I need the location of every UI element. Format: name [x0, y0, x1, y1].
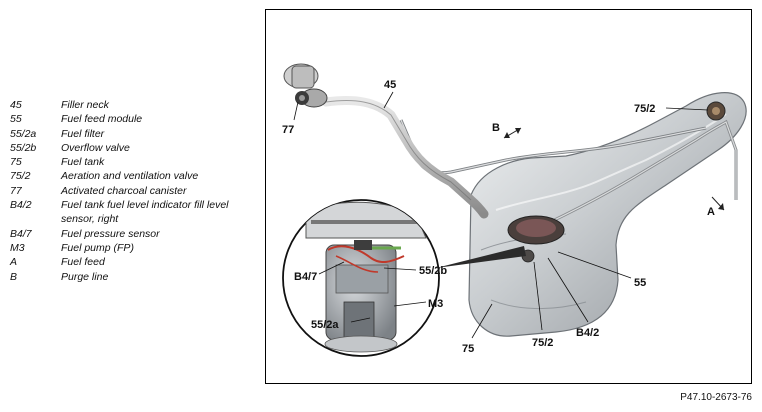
legend-row: B4/7 Fuel pressure sensor — [10, 227, 255, 241]
legend-row: 45 Filler neck — [10, 98, 255, 112]
legend-desc: Fuel feed — [61, 256, 105, 269]
legend-key: B4/2 — [10, 199, 32, 212]
fuel-system-illustration: 45 77 75/2 B A 55 75/2 B4/2 75 B4/7 55/2… — [282, 63, 747, 357]
callout-b: B — [492, 122, 500, 134]
callout-75: 75 — [462, 343, 474, 355]
legend-row: 55/2a Fuel filter — [10, 127, 255, 141]
legend-row: 77 Activated charcoal canister — [10, 184, 255, 198]
fuel-tank-shape — [468, 92, 747, 337]
figure-frame: 45 77 75/2 B A 55 75/2 B4/2 75 B4/7 55/2… — [265, 9, 752, 384]
figure-reference-code: P47.10-2673-76 — [680, 392, 752, 403]
callout-55: 55 — [634, 277, 646, 289]
callout-55-2b: 55/2b — [419, 265, 447, 277]
legend-desc: Fuel pump (FP) — [61, 241, 134, 254]
legend-desc: Fuel tank — [61, 156, 105, 169]
legend-key: B4/7 — [10, 227, 32, 240]
legend-key: M3 — [10, 241, 25, 254]
legend-row: 55/2b Overflow valve — [10, 141, 255, 155]
legend-key: A — [10, 256, 18, 269]
filler-neck-shape — [321, 96, 489, 219]
callout-45: 45 — [384, 79, 396, 91]
legend-row: 75 Fuel tank — [10, 155, 255, 169]
legend-desc: Fuel tank fuel level indicator fill leve… — [61, 199, 229, 226]
legend-row: A Fuel feed — [10, 255, 255, 269]
callout-55-2a: 55/2a — [311, 319, 339, 331]
callout-b4-7: B4/7 — [294, 271, 317, 283]
legend-row: B4/2 Fuel tank fuel level indicator fill … — [10, 198, 255, 227]
callout-75-2-bottom: 75/2 — [532, 337, 553, 349]
legend-desc: Fuel pressure sensor — [61, 227, 160, 240]
callout-b4-2: B4/2 — [576, 327, 599, 339]
legend-desc: Aeration and ventilation valve — [61, 170, 199, 183]
legend-desc: Overflow valve — [61, 141, 130, 154]
legend-key: 55/2a — [10, 127, 37, 140]
legend-key: 77 — [10, 184, 22, 197]
legend-key: 55 — [10, 113, 22, 126]
charcoal-canister-shape — [283, 63, 328, 108]
legend-key: 55/2b — [10, 141, 37, 154]
legend-row: B Purge line — [10, 270, 255, 284]
legend-desc: Activated charcoal canister — [61, 184, 187, 197]
callout-m3: M3 — [428, 298, 443, 310]
legend-key: 75/2 — [10, 170, 31, 183]
legend-row: M3 Fuel pump (FP) — [10, 241, 255, 255]
callout-a: A — [707, 206, 715, 218]
legend-desc: Purge line — [61, 270, 109, 283]
legend-key: B — [10, 270, 18, 283]
legend-row: 75/2 Aeration and ventilation valve — [10, 169, 255, 183]
legend-row: 55 Fuel feed module — [10, 112, 255, 126]
legend-desc: Fuel feed module — [61, 113, 143, 126]
legend-key: 75 — [10, 156, 22, 169]
callout-77: 77 — [282, 124, 294, 136]
callout-75-2-top: 75/2 — [634, 103, 655, 115]
legend-desc: Fuel filter — [61, 127, 105, 140]
legend-desc: Filler neck — [61, 99, 109, 111]
leader-lines — [293, 91, 709, 339]
fuel-pump-detail — [305, 201, 427, 353]
legend-key: 45 — [10, 99, 22, 111]
